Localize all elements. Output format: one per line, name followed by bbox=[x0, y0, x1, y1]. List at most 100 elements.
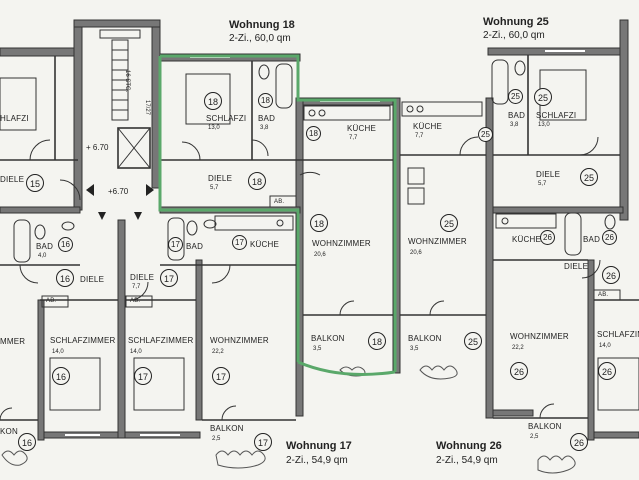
door-swing bbox=[539, 403, 555, 419]
shrub bbox=[1, 450, 28, 466]
apartment-26-number: 26 bbox=[489, 440, 502, 452]
beds bbox=[0, 69, 639, 411]
apartment-marker: 26 bbox=[570, 433, 588, 451]
counter bbox=[401, 101, 483, 117]
apartment-marker: 15 bbox=[26, 174, 44, 192]
door-swing bbox=[181, 141, 201, 161]
stair-arrows bbox=[86, 184, 154, 220]
stove-burner bbox=[406, 105, 414, 113]
stair-ratio-label: 17/27 bbox=[144, 100, 150, 116]
room-area: 3,5 bbox=[313, 346, 322, 352]
arrow-down bbox=[98, 212, 106, 220]
apartment-18-spec: 2-Zi., 60,0 qm bbox=[229, 33, 291, 44]
arrow-down bbox=[134, 212, 142, 220]
counter bbox=[495, 213, 557, 229]
apartment-18-title: Wohnung 18 bbox=[229, 19, 295, 31]
apartment-marker: 26 bbox=[602, 266, 620, 284]
bed bbox=[597, 357, 639, 411]
apartment-25-area: 60,0 qm bbox=[508, 30, 545, 41]
apartment-marker: 25 bbox=[580, 168, 598, 186]
stove-burner bbox=[416, 105, 424, 113]
room-label: KÜCHE bbox=[413, 122, 443, 131]
counter bbox=[214, 215, 294, 231]
apartment-marker: 25 bbox=[534, 88, 552, 106]
apartment-marker: 25 bbox=[478, 127, 493, 142]
room-label: HLAFZI bbox=[0, 114, 29, 123]
room-label: KÜCHE bbox=[347, 124, 377, 133]
room-label: BALKON bbox=[408, 334, 442, 343]
room-area: 13,0 bbox=[538, 122, 550, 128]
door-swing bbox=[339, 300, 355, 316]
door-swing bbox=[129, 281, 149, 301]
dining-table bbox=[407, 187, 425, 205]
ab-storage-marks bbox=[41, 195, 621, 308]
apartment-26-area: 54,9 qm bbox=[461, 455, 498, 466]
outline-balcony-arc bbox=[297, 360, 396, 376]
storage-label: AB. bbox=[130, 298, 141, 304]
level-marker: +6.70 bbox=[108, 187, 129, 196]
wall-mid-left bbox=[0, 206, 81, 214]
shrub bbox=[419, 365, 458, 380]
room-label: KÜCHE bbox=[512, 235, 542, 244]
counter bbox=[303, 105, 391, 121]
stove-burner bbox=[318, 109, 326, 117]
room-label: BAD bbox=[186, 242, 204, 251]
room-label: SCHLAFZIMMER bbox=[128, 336, 194, 345]
room-label: WOHNZIMMER bbox=[510, 332, 569, 341]
apartment-marker: 17 bbox=[212, 367, 230, 385]
room-label: DIELE bbox=[0, 175, 25, 184]
room-label: DIELE bbox=[536, 170, 561, 179]
room-area: 4,0 bbox=[38, 253, 47, 259]
apartment-marker: 17 bbox=[232, 235, 247, 250]
room-label: BAD bbox=[36, 242, 54, 251]
apartment-17-title: Wohnung 17 bbox=[286, 440, 352, 452]
wall-col-16-17 bbox=[117, 219, 126, 439]
door-swing bbox=[579, 136, 599, 156]
door-swings bbox=[0, 136, 601, 421]
apartment-marker: 18 bbox=[248, 172, 266, 190]
room-label: BAD bbox=[258, 114, 276, 123]
room-area: 7,7 bbox=[415, 133, 424, 139]
room-label: BALKON bbox=[311, 334, 345, 343]
apartment-marker: 18 bbox=[368, 332, 386, 350]
stove-burner bbox=[308, 109, 316, 117]
apartment-18-number: 18 bbox=[282, 19, 295, 31]
room-area: 7,7 bbox=[132, 284, 141, 290]
planting bbox=[1, 365, 576, 474]
ab-box bbox=[269, 195, 297, 208]
apartment-marker: 26 bbox=[602, 230, 617, 245]
door-swing bbox=[59, 179, 81, 201]
wall-col-26 bbox=[587, 259, 595, 441]
ab-box bbox=[125, 295, 153, 308]
door-swing bbox=[211, 264, 231, 284]
room-label: KÜCHE bbox=[250, 240, 280, 249]
toilet bbox=[186, 220, 198, 236]
ab-box bbox=[41, 295, 69, 308]
sink bbox=[203, 219, 217, 229]
apartment-marker: 18 bbox=[306, 126, 321, 141]
apartment-17-area: 54,9 qm bbox=[311, 455, 348, 466]
room-label: DIELE bbox=[80, 275, 105, 284]
apartment-25-title: Wohnung 25 bbox=[483, 16, 549, 28]
storage-label: AB. bbox=[274, 199, 285, 205]
room-label: WOHNZIMMER bbox=[312, 239, 371, 248]
toilet bbox=[604, 214, 616, 230]
room-label: SCHLAFZI bbox=[536, 111, 577, 120]
wall-bottom-right bbox=[592, 431, 639, 439]
wall-stair-left bbox=[73, 19, 83, 211]
highlight-outline-wohnung-18 bbox=[158, 54, 397, 376]
room-label: WOHNZIMMER bbox=[210, 336, 269, 345]
apartment-18-area: 60,0 qm bbox=[254, 33, 291, 44]
bathtub bbox=[564, 212, 582, 256]
apartment-26-title: Wohnung 26 bbox=[436, 440, 502, 452]
apartment-marker: 26 bbox=[540, 230, 555, 245]
apartment-marker: 25 bbox=[464, 332, 482, 350]
door-swing bbox=[29, 139, 51, 161]
room-area: 3,8 bbox=[510, 122, 519, 128]
apartment-marker: 16 bbox=[52, 367, 70, 385]
bed bbox=[133, 357, 185, 411]
room-area: 22,2 bbox=[512, 345, 524, 351]
room-label: DIELE bbox=[130, 273, 155, 282]
